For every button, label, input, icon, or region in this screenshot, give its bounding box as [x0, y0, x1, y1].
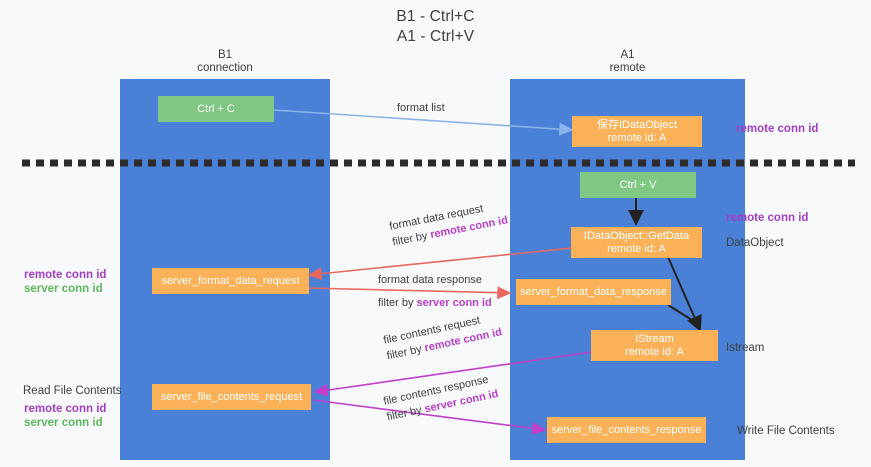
- box-save-idataobject-line2: remote id: A: [607, 131, 667, 144]
- label-left-read-file-contents: Read File Contents: [23, 385, 122, 397]
- box-istream[interactable]: IStream remote id: A: [591, 330, 718, 361]
- edge-label-format-list-text: format list: [397, 102, 445, 114]
- edge-label-filter-server-conn-id-1: filter by server conn id: [378, 297, 492, 309]
- box-server-format-data-request[interactable]: server_format_data_request: [152, 268, 309, 294]
- diagram-title: B1 - Ctrl+C A1 - Ctrl+V: [0, 7, 871, 47]
- column-a1-name: A1: [620, 49, 635, 61]
- box-istream-line2: remote id: A: [625, 345, 684, 358]
- box-istream-line1: IStream: [635, 332, 674, 345]
- label-left-server-conn-id-bottom: server conn id: [24, 417, 103, 429]
- label-right-remote-conn-id-mid: remote conn id: [726, 212, 809, 224]
- label-left-conn-id-group-bottom: remote conn id server conn id: [24, 402, 106, 430]
- label-right-write-file-contents: Write File Contents: [737, 425, 835, 437]
- column-header-a1: A1 remote: [510, 49, 745, 75]
- box-ctrl-c[interactable]: Ctrl + C: [158, 96, 274, 122]
- box-server-file-contents-request-label: server_file_contents_request: [160, 390, 303, 403]
- edge-label-file-contents-response: file contents response filter by server …: [382, 370, 500, 425]
- box-server-format-data-response-label: server_format_data_response: [520, 285, 667, 298]
- column-a1-sub: remote: [609, 62, 646, 74]
- box-server-file-contents-request[interactable]: server_file_contents_request: [152, 384, 311, 410]
- title-line-2: A1 - Ctrl+V: [396, 28, 475, 45]
- box-save-idataobject[interactable]: 保存IDataObject remote id: A: [572, 116, 702, 147]
- box-ctrl-c-label: Ctrl + C: [197, 102, 235, 115]
- title-line-1: B1 - Ctrl+C: [396, 8, 475, 25]
- label-left-remote-conn-id-bottom: remote conn id: [24, 403, 107, 415]
- edge-label-format-data-response: format data response filter by server co…: [378, 272, 492, 311]
- label-right-remote-conn-id-top: remote conn id: [736, 123, 819, 135]
- box-ctrl-v-label: Ctrl + V: [619, 178, 657, 191]
- edge-label-format-data-response-text: format data response: [378, 274, 482, 286]
- highlight-server-conn-id-1: server conn id: [416, 297, 492, 309]
- column-b1-name: B1: [217, 49, 233, 61]
- edge-label-format-list: format list: [397, 100, 445, 116]
- label-right-dataobject: DataObject: [726, 237, 784, 249]
- label-left-remote-conn-id-mid: remote conn id: [24, 269, 107, 281]
- box-getdata-line2: remote id: A: [607, 242, 666, 255]
- label-right-istream: Istream: [726, 342, 765, 354]
- box-getdata-line1: IDataObject::GetData: [583, 229, 690, 242]
- box-ctrl-v[interactable]: Ctrl + V: [580, 172, 696, 198]
- box-server-format-data-response[interactable]: server_format_data_response: [516, 279, 671, 305]
- box-save-idataobject-line1: 保存IDataObject: [596, 118, 678, 131]
- column-b1-sub: connection: [197, 62, 253, 74]
- edge-label-format-data-request: format data request filter by remote con…: [388, 197, 509, 251]
- column-header-b1: B1 connection: [120, 49, 330, 75]
- box-server-file-contents-response[interactable]: server_file_contents_response: [547, 417, 706, 443]
- box-idataobject-getdata[interactable]: IDataObject::GetData remote id: A: [571, 227, 702, 258]
- box-server-format-data-request-label: server_format_data_request: [161, 274, 300, 287]
- label-left-conn-id-group-mid: remote conn id server conn id: [24, 268, 106, 296]
- edge-label-file-contents-request: file contents request filter by remote c…: [382, 309, 503, 365]
- box-server-file-contents-response-label: server_file_contents_response: [551, 423, 702, 436]
- label-left-server-conn-id-mid: server conn id: [24, 283, 103, 295]
